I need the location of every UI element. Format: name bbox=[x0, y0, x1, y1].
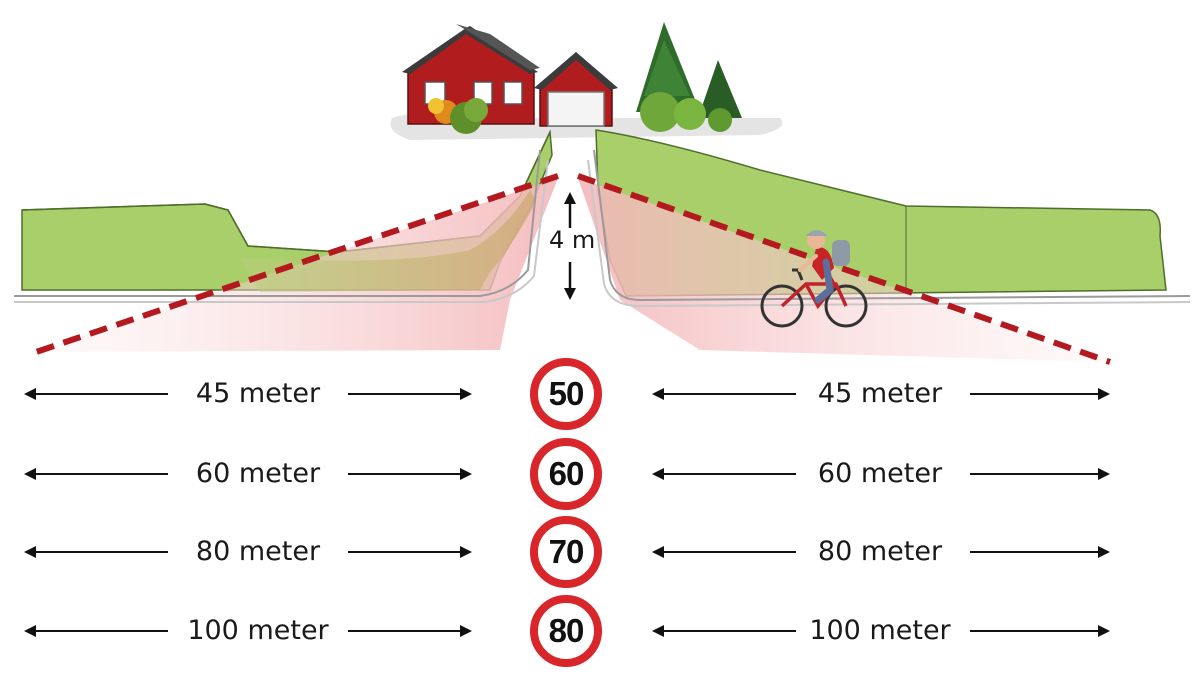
left-distance-label: 45 meter bbox=[195, 378, 321, 409]
distance-row: 60 meter 60 60 meter bbox=[0, 438, 1200, 510]
house-icon bbox=[402, 24, 618, 127]
tree-icon bbox=[636, 22, 742, 132]
left-distance-label: 60 meter bbox=[195, 458, 321, 489]
road-edge-left bbox=[14, 149, 541, 297]
left-distance-label: 100 meter bbox=[187, 615, 329, 646]
right-distance-label: 60 meter bbox=[817, 458, 943, 489]
left-distance-arrow-icon bbox=[24, 468, 472, 480]
speed-limit-sign: 60 bbox=[530, 438, 602, 510]
bushes bbox=[428, 98, 488, 134]
right-distance-arrow-icon bbox=[652, 546, 1110, 558]
height-arrow bbox=[564, 192, 576, 300]
distance-row: 80 meter 70 80 meter bbox=[0, 516, 1200, 588]
speed-limit-sign: 50 bbox=[530, 358, 602, 430]
distance-row: 45 meter 50 45 meter bbox=[0, 358, 1200, 430]
speed-limit-sign: 70 bbox=[530, 516, 602, 588]
distance-row: 100 meter 80 100 meter bbox=[0, 595, 1200, 667]
right-distance-label: 100 meter bbox=[809, 615, 951, 646]
right-distance-label: 80 meter bbox=[817, 536, 943, 567]
right-distance-arrow-icon bbox=[652, 468, 1110, 480]
left-distance-label: 80 meter bbox=[195, 536, 321, 567]
height-label: 4 m bbox=[549, 226, 596, 254]
speed-limit-sign: 80 bbox=[530, 595, 602, 667]
ditch-left bbox=[240, 190, 536, 292]
right-distance-label: 45 meter bbox=[817, 378, 943, 409]
left-distance-arrow-icon bbox=[24, 388, 472, 400]
sight-line-right bbox=[577, 173, 1111, 365]
left-distance-arrow-icon bbox=[24, 625, 472, 637]
right-distance-arrow-icon bbox=[652, 388, 1110, 400]
sight-line-left bbox=[35, 173, 559, 355]
right-distance-arrow-icon bbox=[652, 625, 1110, 637]
cyclist-icon bbox=[760, 230, 868, 328]
road-edge-right bbox=[593, 149, 1191, 302]
left-distance-arrow-icon bbox=[24, 546, 472, 558]
